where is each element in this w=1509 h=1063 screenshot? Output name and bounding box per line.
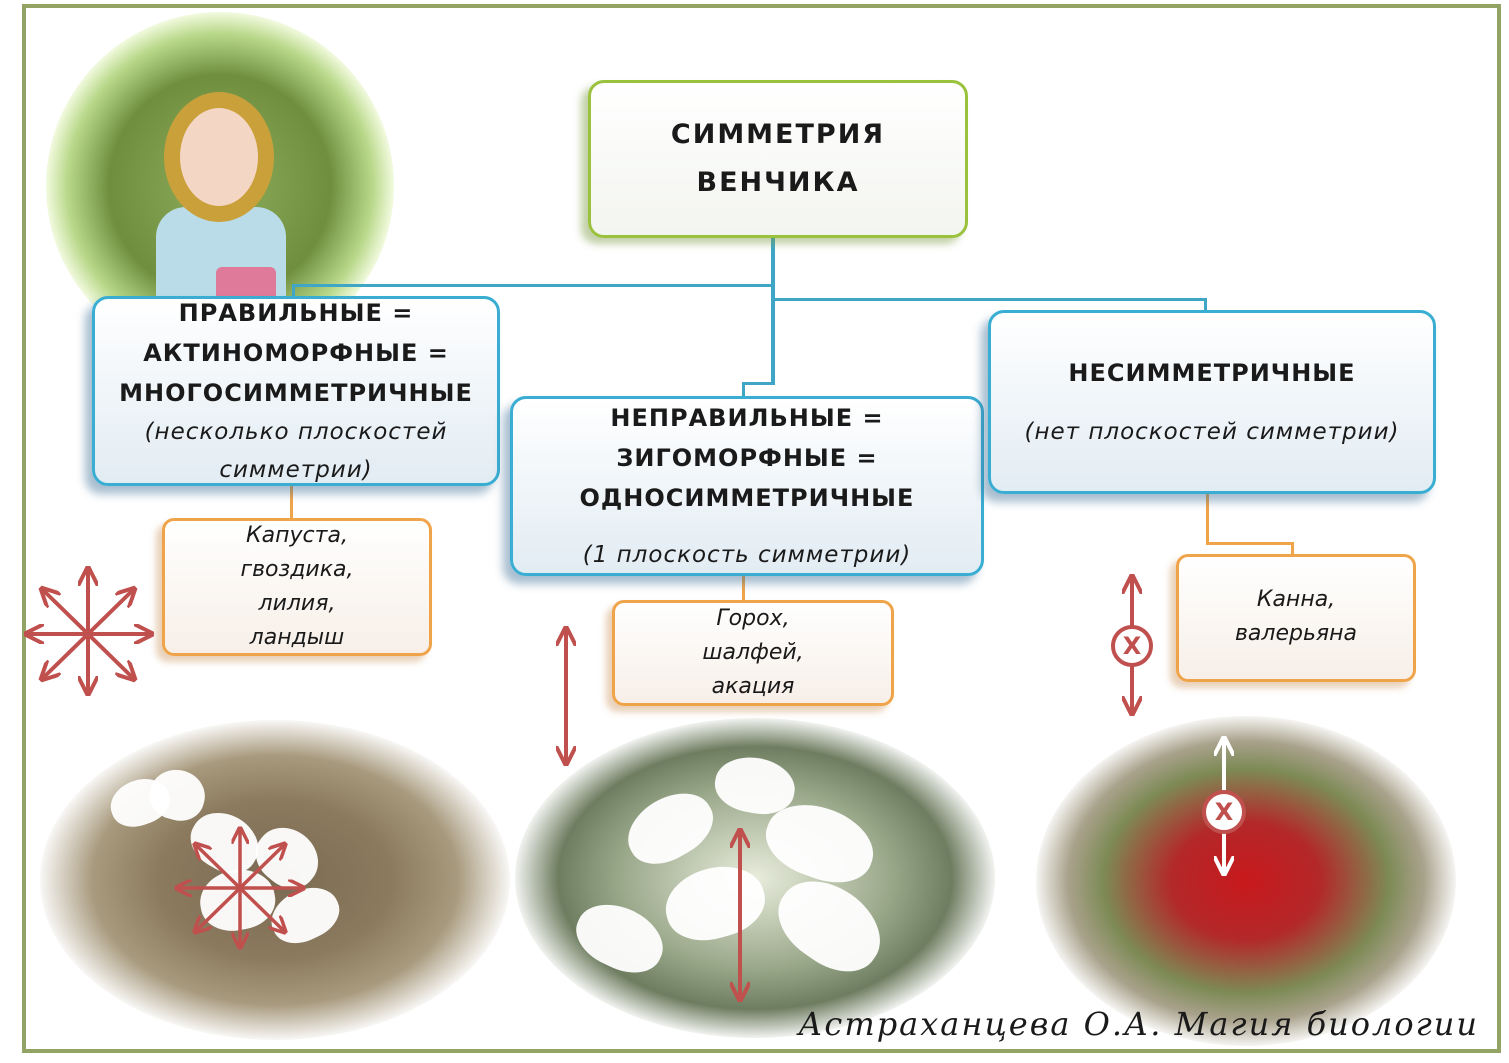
root-title-line2: ВЕНЧИКА — [696, 167, 860, 198]
examples-asymmetric: Канна, валерьяна — [1176, 554, 1416, 682]
canna-no-plane-arrow-icon — [1202, 740, 1246, 872]
category-title-line: ЗИГОМОРФНЫЕ = — [616, 444, 878, 472]
example-item: Капуста, — [246, 523, 348, 548]
example-item: Горох, — [716, 606, 790, 631]
example-item: гвоздика, — [240, 557, 354, 582]
examples-irregular: Горох, шалфей, акация — [612, 600, 894, 706]
category-title-line: НЕПРАВИЛЬНЫЕ = — [610, 404, 884, 432]
no-plane-arrow-icon — [1111, 578, 1153, 712]
category-asymmetric: НЕСИММЕТРИЧНЫЕ (нет плоскостей симметрии… — [988, 310, 1436, 494]
connector-examples-3-drop — [1291, 542, 1294, 556]
canna-photo — [1036, 716, 1456, 1046]
category-title-line: МНОГОСИММЕТРИЧНЫЕ — [119, 379, 473, 407]
connector-left-branch — [292, 284, 773, 287]
example-item: валерьяна — [1234, 621, 1358, 646]
example-item: Канна, — [1256, 587, 1336, 612]
connector-middle-hook — [742, 382, 775, 385]
root-title-line1: СИММЕТРИЯ — [670, 119, 886, 150]
example-item: лилия, — [258, 591, 336, 616]
connector-middle-stem — [771, 300, 775, 384]
category-regular: ПРАВИЛЬНЫЕ = АКТИНОМОРФНЫЕ = МНОГОСИММЕТ… — [92, 296, 500, 486]
multi-plane-star-icon — [28, 570, 150, 692]
no-plane-x-mark: X — [1122, 632, 1142, 660]
root-node-corolla-symmetry: СИММЕТРИЯ ВЕНЧИКА — [588, 80, 968, 238]
category-note-line: (нет плоскостей симметрии) — [1024, 419, 1400, 445]
category-title-line: ПРАВИЛЬНЫЕ = — [178, 299, 414, 327]
connector-examples-3-stem — [1206, 494, 1209, 544]
author-signature: Астраханцева О.А. Магия биологии — [798, 1005, 1479, 1043]
connector-root-down — [771, 238, 775, 300]
examples-regular: Капуста, гвоздика, лилия, ландыш — [162, 518, 432, 656]
connector-right-branch — [773, 298, 1207, 301]
category-note-line: (несколько плоскостей — [144, 419, 448, 445]
connector-examples-1 — [290, 486, 293, 520]
example-item: акация — [711, 674, 795, 699]
acacia-photo — [515, 718, 995, 1038]
category-note-line: симметрии) — [219, 457, 373, 483]
carnation-star-icon — [178, 830, 302, 946]
example-item: шалфей, — [702, 640, 804, 665]
category-title-line: АКТИНОМОРФНЫЕ = — [143, 339, 449, 367]
category-note-line: (1 плоскость симметрии) — [582, 542, 912, 568]
category-title-line: ОДНОСИММЕТРИЧНЫЕ — [579, 484, 915, 512]
connector-right-drop — [1204, 298, 1207, 312]
example-item: ландыш — [249, 625, 345, 650]
connector-examples-3-hook — [1206, 542, 1294, 545]
connector-left-drop — [292, 284, 295, 298]
category-irregular: НЕПРАВИЛЬНЫЕ = ЗИГОМОРФНЫЕ = ОДНОСИММЕТР… — [510, 396, 984, 576]
category-title-line: НЕСИММЕТРИЧНЫЕ — [1068, 359, 1356, 387]
canna-x-mark: X — [1214, 798, 1234, 826]
connector-examples-2 — [742, 576, 745, 602]
connector-middle-drop — [742, 382, 745, 398]
